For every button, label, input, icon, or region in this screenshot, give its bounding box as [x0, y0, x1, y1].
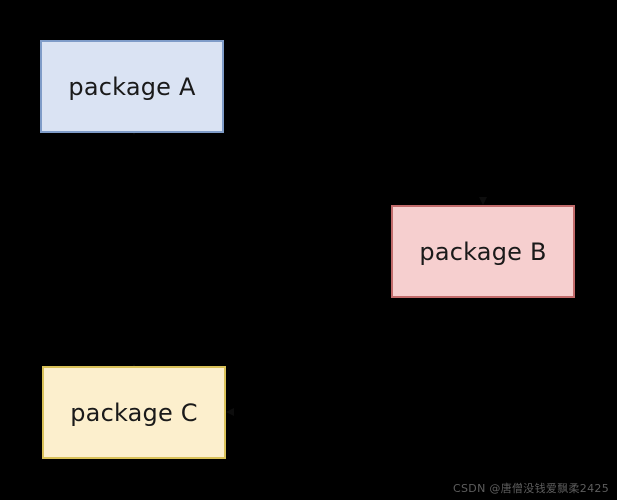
package-b-node[interactable]: package B	[391, 205, 575, 298]
csdn-watermark: CSDN @唐僧没钱爱飘柔2425	[453, 482, 609, 495]
edge-b-to-c	[228, 298, 484, 413]
package-c-label: package C	[70, 398, 198, 427]
edge-b-to-c-arrowhead	[226, 408, 234, 416]
package-c-node[interactable]: package C	[42, 366, 226, 459]
edge-a-to-b-arrowhead	[479, 197, 487, 205]
package-b-label: package B	[419, 237, 547, 266]
package-a-node[interactable]: package A	[40, 40, 224, 133]
package-a-label: package A	[68, 72, 196, 101]
edge-a-to-b	[224, 85, 484, 203]
